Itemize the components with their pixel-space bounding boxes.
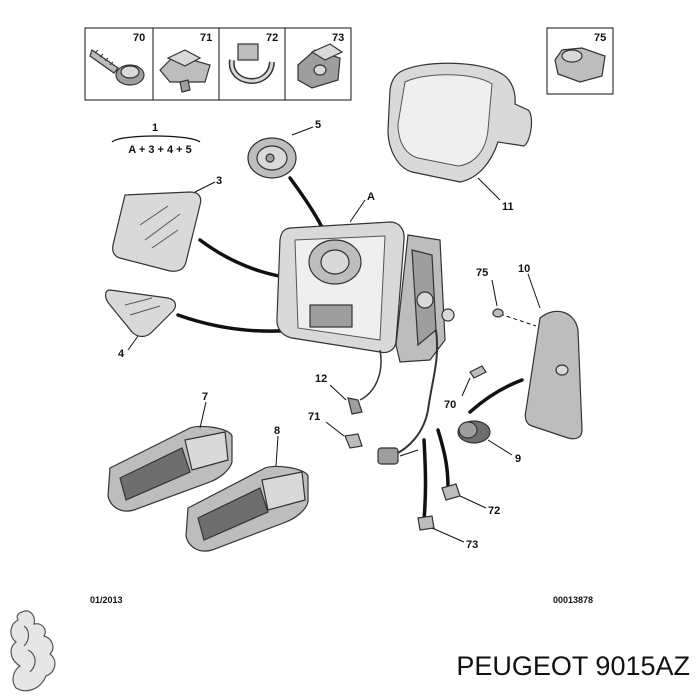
label-a: A	[367, 191, 375, 203]
switch-panel-7: 7	[107, 391, 233, 512]
part-9: 9	[457, 420, 521, 465]
reference-code: 00013878	[553, 595, 593, 605]
label-75: 75	[476, 267, 488, 279]
label-3: 3	[216, 175, 222, 187]
strap-72: 72	[441, 483, 500, 517]
inset-label-73: 73	[332, 32, 344, 44]
group-number: 1	[152, 122, 158, 134]
mirror-assembly-a: A	[276, 191, 455, 363]
strap-part-icon	[228, 43, 275, 84]
group-1-bracket: 1 A + 3 + 4 + 5	[111, 122, 201, 156]
label-4: 4	[118, 348, 125, 360]
label-71: 71	[308, 411, 320, 423]
label-73: 73	[466, 539, 478, 551]
connector-73: 73	[417, 515, 478, 551]
inset-label-70: 70	[133, 32, 145, 44]
mirror-cover-part: 11	[387, 62, 533, 213]
part-12: 12	[315, 373, 363, 415]
inset-label-75: 75	[594, 32, 606, 44]
brand-part-number: PEUGEOT 9015AZ	[456, 651, 690, 681]
inset-box-row: 70 71 72 73 75	[84, 27, 614, 101]
label-5: 5	[315, 119, 321, 131]
lion-logo-icon	[10, 610, 56, 692]
clip-71: 71	[308, 411, 363, 449]
label-72: 72	[488, 505, 500, 517]
inset-label-72: 72	[266, 32, 278, 44]
label-12: 12	[315, 373, 327, 385]
clip-part-icon	[159, 49, 211, 93]
date-code: 01/2013	[90, 595, 123, 605]
switch-panel-8: 8	[185, 425, 309, 552]
screw-75: 75	[476, 267, 504, 318]
cap-part-10: 10	[499, 263, 583, 440]
wiring-harness	[359, 329, 450, 522]
connector-part-icon	[297, 43, 344, 89]
label-11: 11	[502, 201, 514, 213]
screw-part-icon	[89, 49, 145, 86]
label-10: 10	[518, 263, 530, 275]
label-8: 8	[274, 425, 280, 437]
group-formula: A + 3 + 4 + 5	[128, 144, 192, 156]
screw-70: 70	[444, 365, 524, 414]
plug-part-icon	[554, 47, 606, 83]
label-70: 70	[444, 399, 456, 411]
label-9: 9	[515, 453, 521, 465]
label-7: 7	[202, 391, 208, 403]
inset-label-71: 71	[200, 32, 212, 44]
